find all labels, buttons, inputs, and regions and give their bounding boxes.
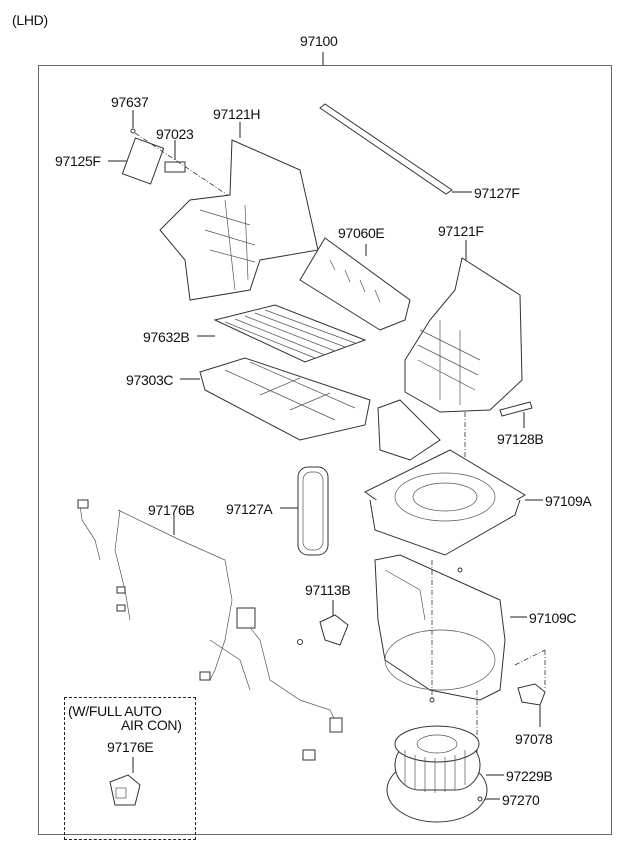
variant-label: (LHD) [12, 12, 48, 28]
option-box [64, 697, 196, 840]
blower-case-lower-97109C [374, 554, 506, 701]
cabin-filter-97632B [213, 304, 367, 363]
actuator-97125F [121, 137, 165, 185]
assembly-label: 97100 [300, 33, 338, 49]
blower-motor-97229B [386, 725, 488, 823]
label-97632B: 97632B [143, 329, 190, 345]
screw-resistor [297, 639, 303, 645]
wiring-harness-97176B [77, 499, 343, 761]
filter-cover-97303C [199, 357, 371, 441]
label-97303C: 97303C [126, 372, 174, 388]
label-97128B: 97128B [497, 431, 544, 447]
resistor-97113B [319, 614, 349, 646]
label-97270: 97270 [502, 792, 540, 808]
label-97023: 97023 [156, 126, 194, 142]
seal-strip-97127F [319, 103, 453, 195]
intake-door-97060E [299, 237, 411, 331]
clip-97128B [499, 401, 533, 417]
blower-case-upper-97109A [364, 399, 526, 556]
label-97229B: 97229B [506, 768, 553, 784]
label-97078: 97078 [515, 731, 553, 747]
label-97127F: 97127F [474, 185, 520, 201]
seal-97127A [297, 466, 329, 556]
label-97113B: 97113B [305, 582, 351, 598]
label-97109A: 97109A [545, 493, 592, 509]
label-97637: 97637 [111, 94, 149, 110]
label-97125F: 97125F [55, 153, 101, 169]
assembly-frame [38, 65, 612, 835]
label-97060E: 97060E [338, 225, 385, 241]
case-upper-right-97121F [404, 257, 523, 413]
screw-97637 [130, 128, 136, 134]
option-line1: (W/FULL AUTO [68, 703, 162, 719]
power-transistor-97176E [109, 774, 141, 806]
lever-97023 [164, 161, 186, 173]
screw-upper [457, 567, 463, 573]
connector-97078 [517, 683, 546, 706]
label-97109C: 97109C [529, 610, 577, 626]
option-line2: AIR CON) [121, 717, 182, 733]
screw-lower [429, 697, 435, 703]
label-97176E: 97176E [107, 739, 154, 755]
label-97121H: 97121H [213, 106, 261, 122]
screw-97270 [477, 796, 483, 802]
label-97127A: 97127A [226, 501, 273, 517]
label-97176B: 97176B [148, 502, 195, 518]
case-upper-left-97121H [159, 139, 319, 301]
label-97121F: 97121F [438, 223, 484, 239]
